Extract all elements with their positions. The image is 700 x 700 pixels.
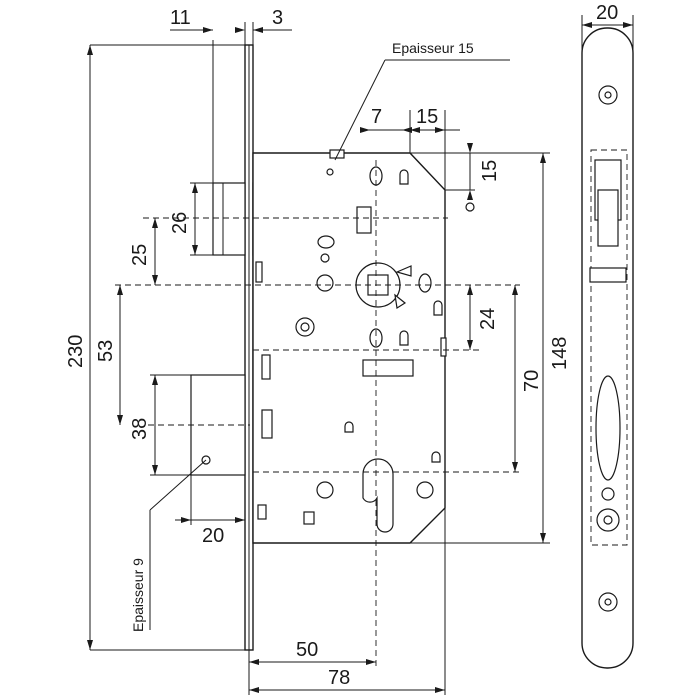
front-plate bbox=[244, 44, 254, 651]
dim-20-left: 20 bbox=[202, 525, 224, 547]
dim-24: 24 bbox=[477, 308, 499, 330]
dim-20-top: 20 bbox=[596, 2, 618, 24]
lock-case bbox=[252, 149, 475, 544]
dim-70: 70 bbox=[521, 370, 543, 392]
dim-53: 53 bbox=[95, 340, 117, 362]
reference-lines bbox=[115, 160, 520, 670]
dim-25: 25 bbox=[129, 244, 151, 266]
dimension-lines bbox=[87, 15, 634, 695]
dim-15-vertical: 15 bbox=[479, 160, 501, 182]
dim-15-horizontal: 15 bbox=[416, 106, 438, 128]
label-plate-thickness: Epaisseur 9 bbox=[130, 558, 146, 632]
dim-3: 3 bbox=[272, 7, 283, 29]
faceplate-front-view bbox=[581, 27, 634, 669]
case-holes bbox=[255, 149, 475, 525]
label-faceplate-thickness: Epaisseur 15 bbox=[392, 40, 474, 56]
dim-50: 50 bbox=[296, 639, 318, 661]
cylinder-profile bbox=[362, 458, 394, 533]
dim-7: 7 bbox=[371, 106, 382, 128]
dim-148: 148 bbox=[549, 337, 571, 370]
dim-230: 230 bbox=[65, 335, 87, 368]
dimension-texts: 11 3 20 7 15 15 26 25 24 230 53 38 20 70… bbox=[65, 2, 618, 689]
dim-26: 26 bbox=[169, 212, 191, 234]
dim-38: 38 bbox=[129, 418, 151, 440]
dim-11: 11 bbox=[170, 7, 191, 29]
dim-78: 78 bbox=[328, 667, 350, 689]
